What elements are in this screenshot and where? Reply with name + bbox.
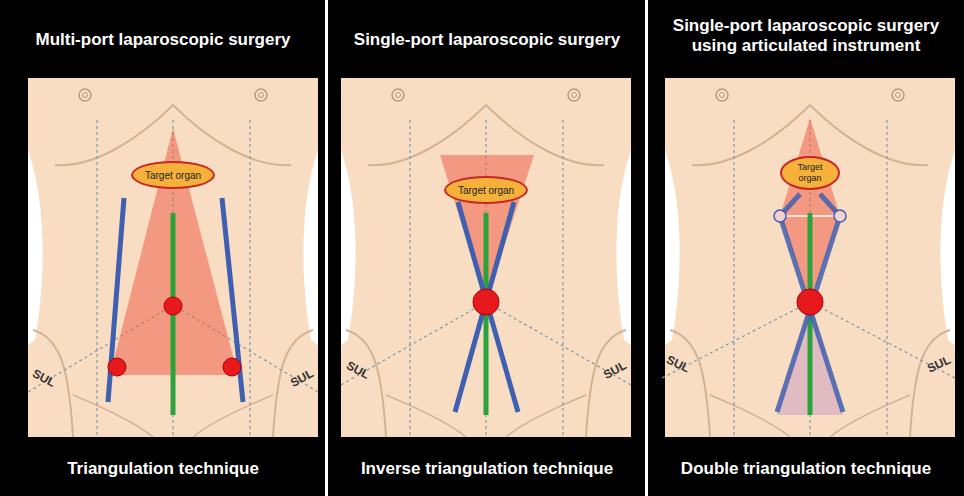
target-organ: Target organ: [780, 156, 840, 190]
organ-label: Target organ: [790, 162, 830, 184]
target-organ: Target organ: [444, 176, 528, 204]
organ-label: Target organ: [145, 170, 201, 181]
target-organ: Target organ: [131, 161, 215, 189]
panel-heading: Multi-port laparoscopic surgery: [8, 30, 318, 50]
technique-caption: Double triangulation technique: [651, 459, 961, 479]
panel-heading: Single-port laparoscopic surgery: [332, 30, 642, 50]
technique-caption: Triangulation technique: [8, 459, 318, 479]
panel-heading: Single-port laparoscopic surgery using a…: [656, 16, 956, 56]
technique-caption: Inverse triangulation technique: [332, 459, 642, 479]
organ-label: Target organ: [458, 185, 514, 196]
